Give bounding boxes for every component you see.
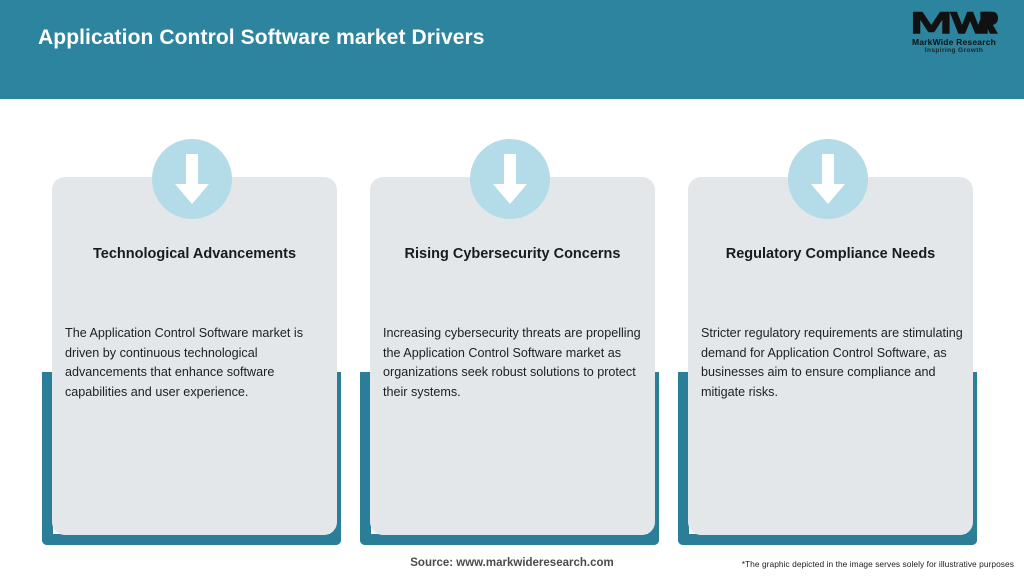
source-label: Source: www.markwideresearch.com <box>410 557 614 569</box>
card-description: The Application Control Software market … <box>65 326 303 399</box>
arrow-down-icon <box>470 139 550 219</box>
arrow-down-icon <box>788 139 868 219</box>
card-title: Rising Cybersecurity Concerns <box>404 246 621 262</box>
logo-tagline: Inspiring Growth <box>924 47 984 54</box>
card-panel <box>688 177 973 535</box>
arrow-down-glyph <box>493 154 527 204</box>
card-title: Technological Advancements <box>92 246 297 262</box>
page-title: Application Control Software market Driv… <box>38 26 485 49</box>
card-description: Increasing cybersecurity threats are pro… <box>383 326 641 399</box>
card-title: Regulatory Compliance Needs <box>725 246 936 262</box>
arrow-down-icon <box>152 139 232 219</box>
mwr-logo-icon <box>912 11 998 34</box>
driver-card-3[interactable]: Regulatory Compliance Needs Stricter reg… <box>669 99 987 545</box>
page-header: Application Control Software market Driv… <box>0 0 1024 99</box>
brand-logo: MarkWide Research Inspiring Growth <box>898 8 1010 60</box>
driver-card-1[interactable]: Technological Advancements The Applicati… <box>33 99 351 545</box>
arrow-down-glyph <box>811 154 845 204</box>
driver-card-2[interactable]: Rising Cybersecurity Concerns Increasing… <box>351 99 669 545</box>
disclaimer-note: *The graphic depicted in the image serve… <box>741 559 1014 569</box>
card-panel <box>52 177 337 535</box>
card-panel <box>370 177 655 535</box>
card-description: Stricter regulatory requirements are sti… <box>701 326 963 399</box>
drivers-card-row: Technological Advancements The Applicati… <box>0 99 1024 545</box>
arrow-down-glyph <box>175 154 209 204</box>
logo-company-name: MarkWide Research <box>911 37 997 47</box>
